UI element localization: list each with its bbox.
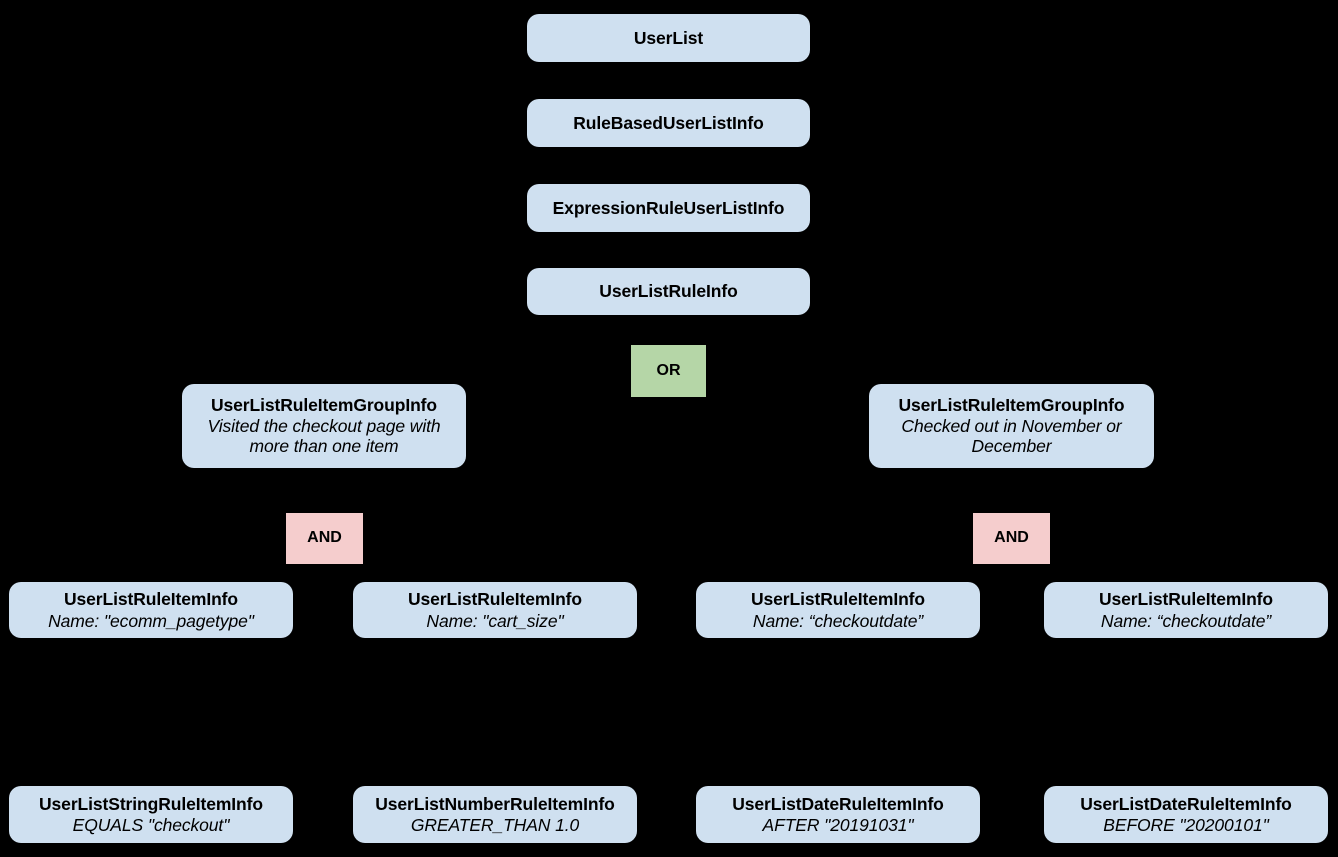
node-user-list-rule-info[interactable]: UserListRuleInfo xyxy=(527,268,810,315)
operator-label: OR xyxy=(656,361,681,379)
node-subtitle: Visited the checkout page with more than… xyxy=(207,415,441,456)
node-subtitle: Name: “checkoutdate” xyxy=(752,610,924,631)
node-subtitle: Name: "ecomm_pagetype" xyxy=(48,610,254,631)
node-title: ExpressionRuleUserListInfo xyxy=(552,197,785,218)
node-title: UserListDateRuleItemInfo xyxy=(732,793,944,814)
node-group-right[interactable]: UserListRuleItemGroupInfo Checked out in… xyxy=(869,384,1154,468)
node-title: UserListRuleItemGroupInfo xyxy=(211,395,437,416)
node-string-rule-equals-checkout[interactable]: UserListStringRuleItemInfo EQUALS "check… xyxy=(9,786,293,843)
node-item-checkoutdate-before[interactable]: UserListRuleItemInfo Name: “checkoutdate… xyxy=(1044,582,1328,638)
node-number-rule-greater-than[interactable]: UserListNumberRuleItemInfo GREATER_THAN … xyxy=(353,786,637,843)
node-title: UserListRuleItemInfo xyxy=(408,589,582,610)
node-date-rule-after[interactable]: UserListDateRuleItemInfo AFTER "20191031… xyxy=(696,786,980,843)
node-title: UserListStringRuleItemInfo xyxy=(39,793,263,814)
node-title: RuleBasedUserListInfo xyxy=(573,112,764,133)
node-subtitle: BEFORE "20200101" xyxy=(1103,815,1269,835)
operator-label: AND xyxy=(307,529,342,547)
node-item-checkoutdate-after[interactable]: UserListRuleItemInfo Name: “checkoutdate… xyxy=(696,582,980,638)
operator-label: AND xyxy=(994,529,1029,547)
node-and-operator-left[interactable]: AND xyxy=(286,513,363,564)
node-subtitle: AFTER "20191031" xyxy=(762,815,914,835)
node-subtitle: GREATER_THAN 1.0 xyxy=(410,815,580,835)
node-rule-based-user-list-info[interactable]: RuleBasedUserListInfo xyxy=(527,99,810,147)
node-title: UserListDateRuleItemInfo xyxy=(1080,793,1292,814)
node-and-operator-right[interactable]: AND xyxy=(973,513,1050,564)
node-user-list[interactable]: UserList xyxy=(527,14,810,62)
node-title: UserListRuleItemInfo xyxy=(751,589,925,610)
node-title: UserListRuleInfo xyxy=(599,281,738,302)
node-date-rule-before[interactable]: UserListDateRuleItemInfo BEFORE "2020010… xyxy=(1044,786,1328,843)
node-subtitle: Name: “checkoutdate” xyxy=(1100,610,1272,631)
node-subtitle: Name: "cart_size" xyxy=(426,610,564,631)
node-subtitle: EQUALS "checkout" xyxy=(72,815,230,835)
node-subtitle: Checked out in November or December xyxy=(901,415,1122,456)
node-title: UserListRuleItemInfo xyxy=(64,589,238,610)
node-title: UserList xyxy=(633,27,704,48)
node-title: UserListNumberRuleItemInfo xyxy=(375,793,615,814)
node-group-left[interactable]: UserListRuleItemGroupInfo Visited the ch… xyxy=(182,384,466,468)
node-expression-rule-user-list-info[interactable]: ExpressionRuleUserListInfo xyxy=(527,184,810,232)
node-item-cart-size[interactable]: UserListRuleItemInfo Name: "cart_size" xyxy=(353,582,637,638)
node-title: UserListRuleItemInfo xyxy=(1099,589,1273,610)
node-title: UserListRuleItemGroupInfo xyxy=(898,395,1125,416)
node-or-operator[interactable]: OR xyxy=(631,345,706,397)
node-item-ecomm-pagetype[interactable]: UserListRuleItemInfo Name: "ecomm_pagety… xyxy=(9,582,293,638)
